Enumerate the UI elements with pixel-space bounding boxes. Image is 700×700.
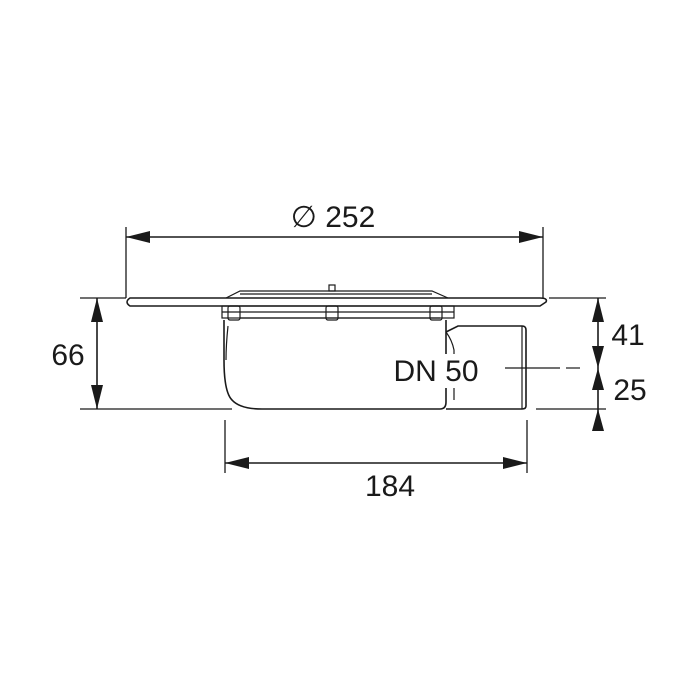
arrow-bottom (91, 385, 103, 409)
grate-cover (225, 290, 449, 299)
lower-height-label: 25 (613, 374, 646, 407)
upper-height-label: 41 (611, 319, 644, 352)
total-height-label: 66 (51, 339, 84, 372)
outlet-transition (445, 331, 455, 400)
outlet-pipe (445, 325, 527, 410)
arrow-top (592, 298, 604, 322)
center-knob (328, 284, 336, 292)
total-height-dimension: 66 (51, 297, 232, 410)
bolt-tab-left (227, 305, 241, 321)
right-height-dimensions: 41 25 (536, 297, 647, 431)
width-label: 184 (365, 470, 415, 503)
body-inner-contour (225, 325, 229, 361)
body-width-dimension: 184 (224, 420, 528, 503)
outlet-label-bg (386, 354, 484, 388)
arrow-right (519, 231, 543, 243)
bolt-tab-center (325, 305, 339, 321)
drain-body (126, 284, 580, 410)
diameter-label: ∅ 252 (291, 201, 376, 234)
bolt-tab-right (429, 305, 443, 321)
arrow-middle-upper (592, 346, 604, 368)
top-diameter-dimension: ∅ 252 (125, 201, 544, 298)
arrow-left (126, 231, 150, 243)
diameter-value: 252 (325, 201, 375, 234)
flange-plate (126, 297, 548, 307)
outlet-label: DN 50 (393, 355, 478, 388)
arrow-right (503, 457, 527, 469)
body-housing (223, 320, 447, 410)
arrow-left (225, 457, 249, 469)
diameter-symbol: ∅ (291, 201, 317, 234)
arrow-top (91, 298, 103, 322)
arrow-bottom (592, 409, 604, 431)
arrow-middle-lower (592, 368, 604, 390)
